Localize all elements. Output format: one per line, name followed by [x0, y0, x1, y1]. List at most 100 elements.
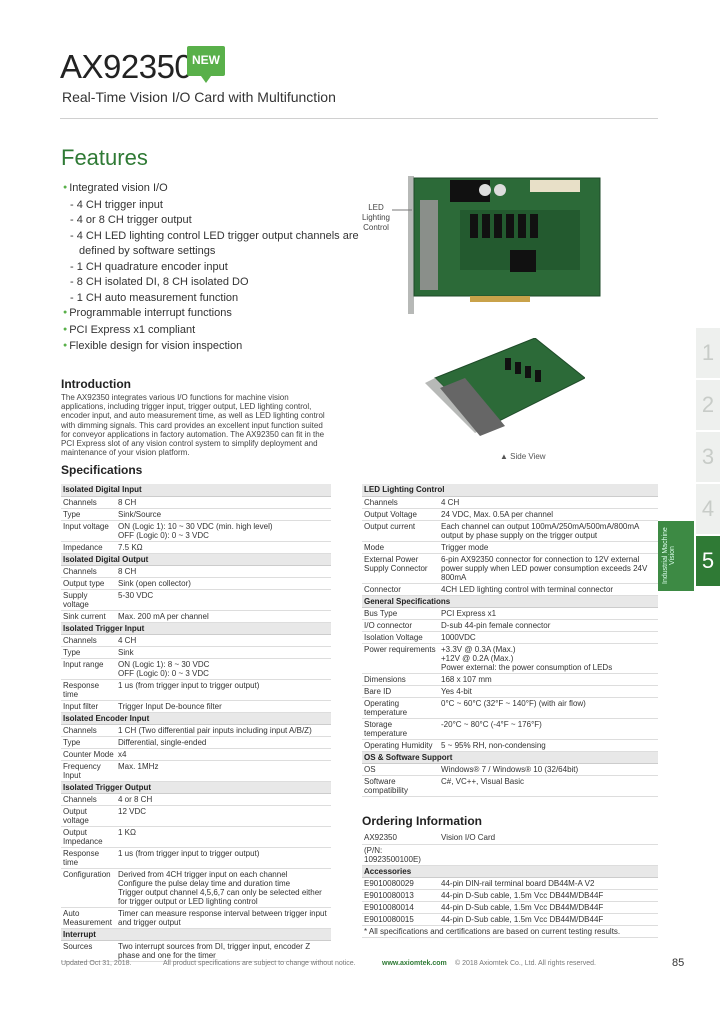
spec-value: Max. 1MHz — [116, 760, 331, 782]
spec-key: OS — [362, 763, 439, 776]
section-title: Isolated Trigger Output — [61, 781, 331, 794]
spec-value: 4 CH — [439, 496, 658, 509]
spec-value: 1 KΩ — [116, 826, 331, 848]
spec-key: Sources — [61, 940, 116, 962]
spec-key: Power requirements — [362, 643, 439, 674]
spec-key: Type — [61, 736, 116, 749]
spec-value: Trigger mode — [439, 541, 658, 554]
spec-value: Trigger Input De-bounce filter — [116, 700, 331, 713]
spec-section-header: Isolated Encoder Input — [61, 712, 331, 725]
section-title: Accessories — [362, 865, 658, 878]
spec-value: Vision I/O Card — [439, 832, 658, 845]
side-view-caption: ▲ Side View — [500, 452, 546, 461]
spec-key: Channels — [61, 724, 116, 737]
spec-value: x4 — [116, 748, 331, 761]
spec-value — [439, 844, 658, 866]
spec-key: Bare ID — [362, 685, 439, 698]
chapter-tab-5[interactable]: 5 — [696, 536, 720, 586]
spec-value: 44-pin DIN-rail terminal board DB44M-A V… — [439, 877, 658, 890]
spec-value: 5 ~ 95% RH, non-condensing — [439, 739, 658, 752]
section-title: Isolated Digital Input — [61, 484, 331, 497]
spec-key: Channels — [362, 496, 439, 509]
spec-section-header: Accessories — [362, 865, 658, 878]
spec-value: Differential, single-ended — [116, 736, 331, 749]
spec-key: Mode — [362, 541, 439, 554]
callout-label: LED Lighting Control — [361, 203, 391, 232]
spec-key: Channels — [61, 634, 116, 647]
spec-section-header: Isolated Digital Input — [61, 484, 331, 497]
spec-value: PCI Express x1 — [439, 607, 658, 620]
chapter-tab-3[interactable]: 3 — [696, 432, 720, 482]
spec-value: 4 or 8 CH — [116, 793, 331, 806]
spec-value: 1 us (from trigger input to trigger outp… — [116, 847, 331, 869]
spec-value: 4CH LED lighting control with terminal c… — [439, 583, 658, 596]
spec-key: I/O connector — [362, 619, 439, 632]
spec-value: C#, VC++, Visual Basic — [439, 775, 658, 797]
footer-url[interactable]: www.axiomtek.com — [382, 960, 447, 967]
spec-key: Output Impedance — [61, 826, 116, 848]
spec-value: D-sub 44-pin female connector — [439, 619, 658, 632]
spec-section-header: OS & Software Support — [362, 751, 658, 764]
new-badge: NEW — [187, 46, 225, 83]
feature-item: defined by software settings — [79, 245, 216, 257]
spec-section-header: Interrupt — [61, 928, 331, 941]
spec-value: 24 VDC, Max. 0.5A per channel — [439, 508, 658, 521]
spec-key: Input range — [61, 658, 116, 680]
spec-value: 1 CH (Two differential pair inputs inclu… — [116, 724, 331, 737]
spec-key: Channels — [61, 793, 116, 806]
spec-value: 44-pin D-Sub cable, 1.5m Vcc DB44M/DB44F — [439, 913, 658, 926]
spec-key: Operating Humidity — [362, 739, 439, 752]
chapter-tab-4[interactable]: 4 — [696, 484, 720, 534]
section-title: Isolated Digital Output — [61, 553, 331, 566]
spec-value: Max. 200 mA per channel — [116, 610, 331, 623]
page-number: 85 — [672, 957, 685, 969]
spec-value: 4 CH — [116, 634, 331, 647]
spec-key: Channels — [61, 565, 116, 578]
spec-key: External Power Supply Connector — [362, 553, 439, 584]
spec-row: Storage temperature-20°C ~ 80°C (-4°F ~ … — [362, 718, 658, 740]
specifications-heading: Specifications — [61, 463, 143, 477]
chapter-tab-1[interactable]: 1 — [696, 328, 720, 378]
spec-value: 7.5 KΩ — [116, 541, 331, 554]
footer-updated: Updated Oct 31, 2018. — [61, 960, 132, 967]
spec-key: Dimensions — [362, 673, 439, 686]
spec-value: 1000VDC — [439, 631, 658, 644]
spec-value: 12 VDC — [116, 805, 331, 827]
feature-item: Programmable interrupt functions — [63, 306, 359, 323]
section-title: Interrupt — [61, 928, 331, 941]
spec-section-header: LED Lighting Control — [362, 484, 658, 497]
chapter-tab-2[interactable]: 2 — [696, 380, 720, 430]
spec-key: Type — [61, 646, 116, 659]
feature-item: - 4 CH LED lighting control LED trigger … — [70, 229, 359, 242]
spec-value: 44-pin D-Sub cable, 1.5m Vcc DB44M/DB44F — [439, 901, 658, 914]
spec-value: -20°C ~ 80°C (-4°F ~ 176°F) — [439, 718, 658, 740]
section-title: Isolated Trigger Input — [61, 622, 331, 635]
spec-key: Frequency Input — [61, 760, 116, 782]
feature-item: - 4 or 8 CH trigger output — [70, 214, 192, 226]
spec-key: Impedance — [61, 541, 116, 554]
spec-key: Connector — [362, 583, 439, 596]
feature-item: Integrated vision I/O — [63, 181, 359, 198]
